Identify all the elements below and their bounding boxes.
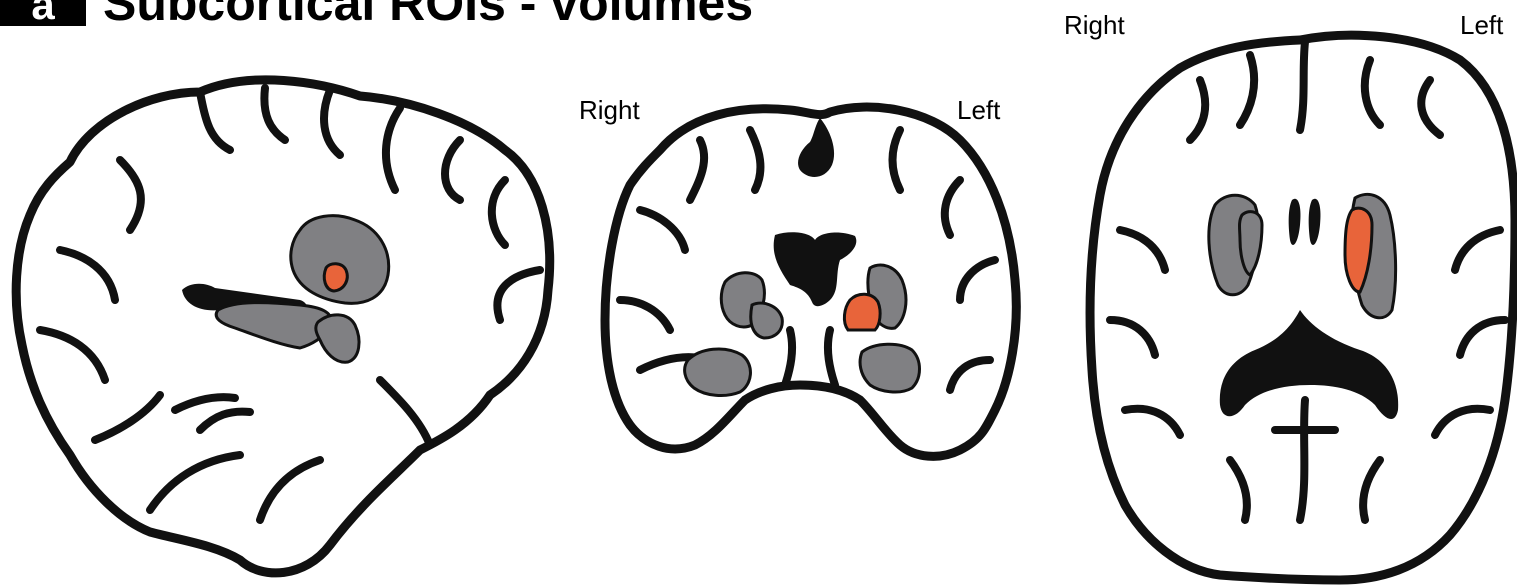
coronal-roi-right-pallidum <box>751 303 783 338</box>
coronal-roi-left-hippocampus <box>860 344 919 392</box>
coronal-roi-right-hippocampus <box>685 349 751 396</box>
coronal-roi-highlight <box>844 294 880 330</box>
axial-midline-front <box>1300 42 1305 130</box>
axial-view <box>1090 35 1515 580</box>
sagittal-view <box>16 80 550 573</box>
coronal-view <box>605 107 1016 456</box>
sagittal-roi-highlight <box>324 264 347 291</box>
axial-midline-back <box>1300 400 1305 520</box>
